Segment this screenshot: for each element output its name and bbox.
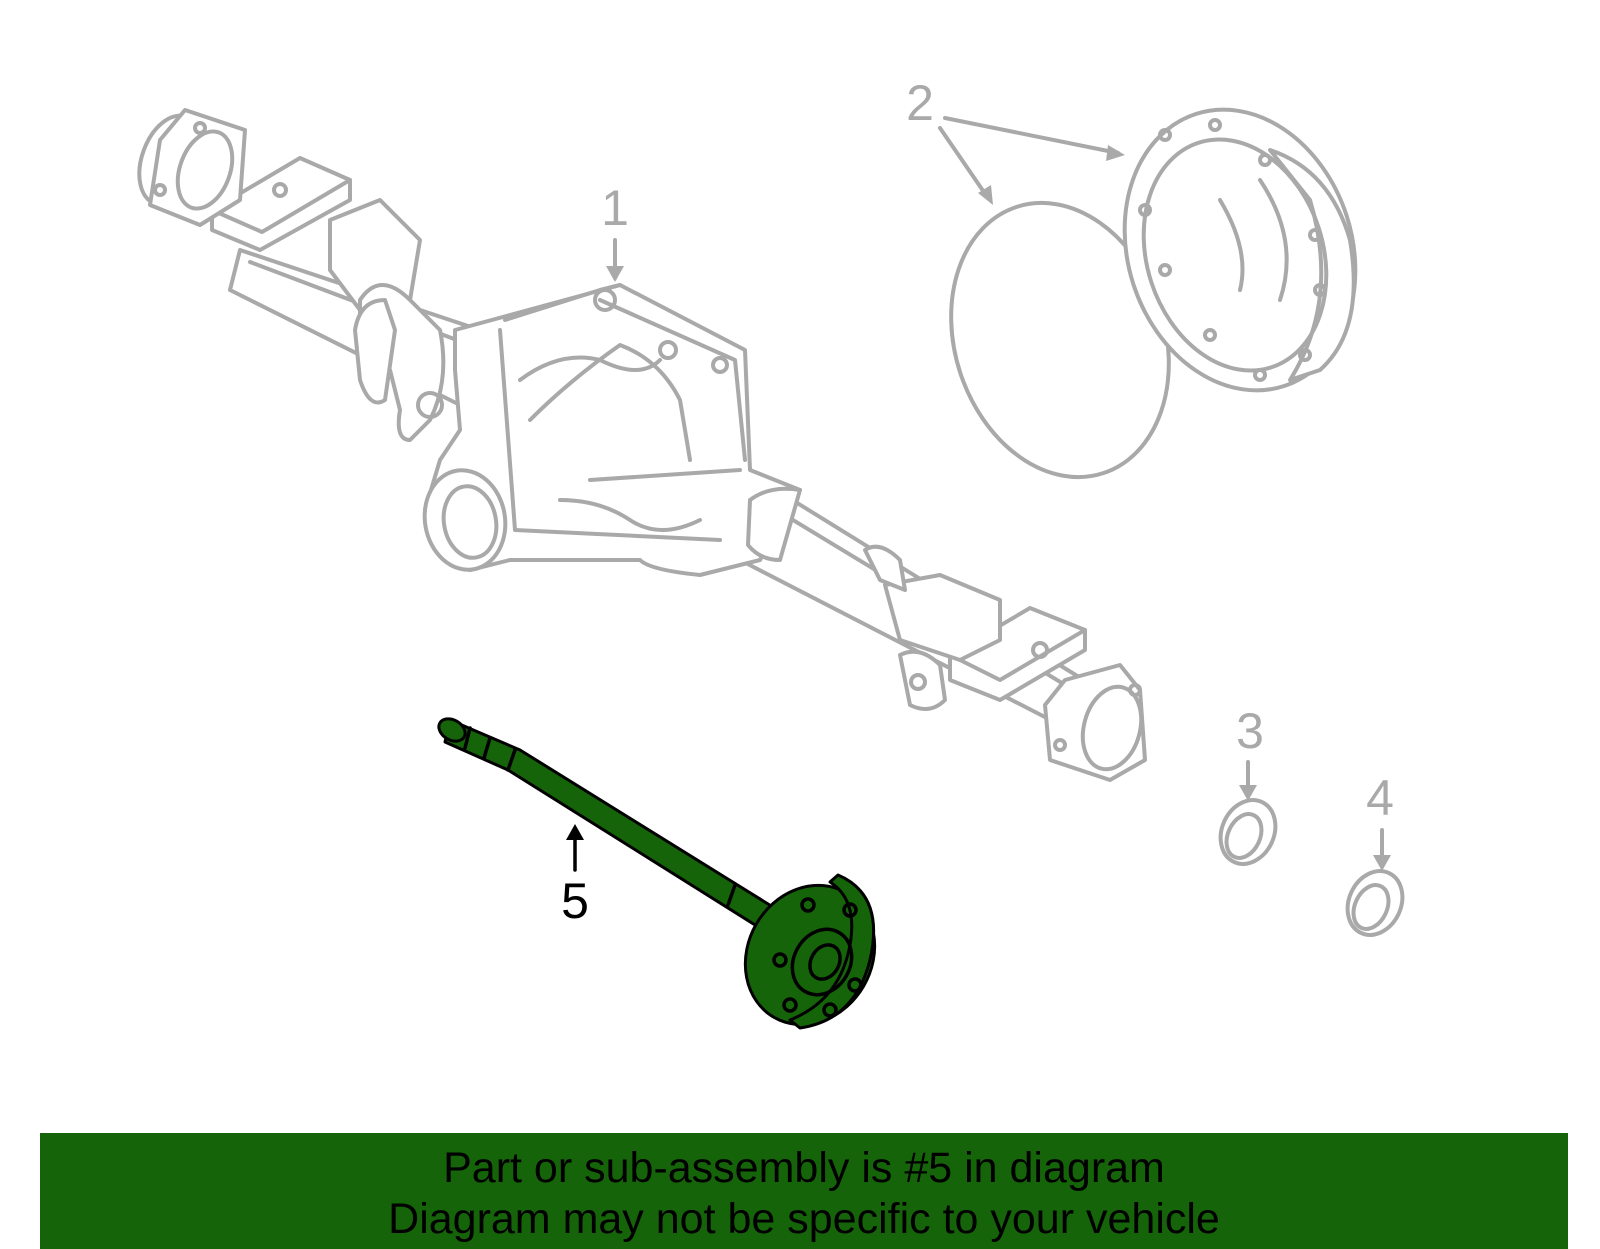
callout-2-arrow-cover bbox=[943, 116, 1120, 155]
callout-4[interactable]: 4 bbox=[1366, 770, 1394, 871]
callout-2[interactable]: 2 bbox=[906, 75, 1125, 205]
callout-4-label: 4 bbox=[1366, 770, 1394, 826]
callout-5[interactable]: 5 bbox=[561, 824, 589, 929]
seal-3-part[interactable] bbox=[1210, 791, 1285, 873]
callout-5-arrowhead bbox=[566, 824, 584, 840]
callout-1-label: 1 bbox=[601, 180, 629, 236]
callout-4-arrowhead bbox=[1373, 855, 1391, 871]
banner-line-part-number: Part or sub-assembly is #5 in diagram bbox=[443, 1144, 1165, 1192]
axle-shaft-part[interactable] bbox=[435, 714, 900, 1048]
callout-2-arrowhead-cover bbox=[1106, 145, 1125, 161]
callout-2-arrow-gasket bbox=[938, 126, 990, 200]
info-banner: Part or sub-assembly is #5 in diagram Di… bbox=[40, 1133, 1568, 1249]
callout-3[interactable]: 3 bbox=[1236, 703, 1264, 801]
callout-5-label: 5 bbox=[561, 873, 589, 929]
axle-housing-part[interactable] bbox=[128, 107, 1150, 782]
callout-1[interactable]: 1 bbox=[601, 180, 629, 282]
seal-4-part[interactable] bbox=[1337, 862, 1412, 944]
callout-3-label: 3 bbox=[1236, 703, 1264, 759]
callout-1-arrowhead bbox=[606, 266, 624, 282]
callout-3-arrowhead bbox=[1239, 785, 1257, 801]
callout-2-label: 2 bbox=[906, 75, 934, 131]
banner-line-disclaimer: Diagram may not be specific to your vehi… bbox=[388, 1195, 1220, 1243]
callout-2-arrowhead-gasket bbox=[978, 185, 993, 205]
differential-cover-part[interactable] bbox=[917, 79, 1391, 505]
